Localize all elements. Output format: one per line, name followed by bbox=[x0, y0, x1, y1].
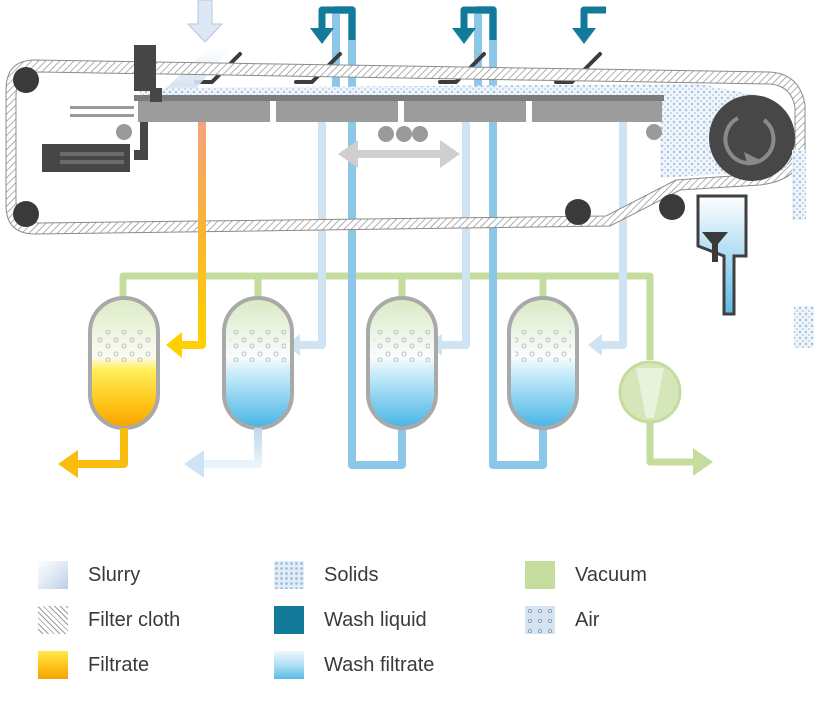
filtrate-outlet-pipe bbox=[76, 428, 128, 468]
legend-label: Slurry bbox=[88, 563, 141, 586]
filtrate-arrow-icon bbox=[166, 332, 182, 358]
legend-item-vacuum: Vacuum bbox=[525, 560, 647, 590]
feed-plate bbox=[134, 45, 156, 91]
legend-label: Filter cloth bbox=[88, 608, 181, 631]
wash-liquid-pipes bbox=[332, 6, 547, 469]
wash-filtrate-outlet-pipe bbox=[202, 428, 262, 468]
legend-label: Solids bbox=[324, 563, 379, 586]
edge-stripe bbox=[70, 106, 134, 109]
filtrate-tank bbox=[88, 296, 160, 430]
wash-liquid-swatch bbox=[274, 606, 304, 634]
legend-item-wash-filtrate: Wash filtrate bbox=[274, 650, 434, 680]
legend-label: Wash filtrate bbox=[324, 653, 435, 676]
legend-label: Vacuum bbox=[575, 563, 647, 586]
rotation-arrowhead-icon bbox=[744, 152, 760, 166]
drive-motor bbox=[42, 144, 130, 172]
vacuum-trays bbox=[138, 100, 662, 122]
return-roller bbox=[659, 194, 685, 220]
filtrate-tank-air bbox=[96, 330, 152, 362]
legend-label: Wash liquid bbox=[324, 608, 427, 631]
filter-cloth-swatch bbox=[38, 606, 68, 634]
edge-stripe bbox=[70, 114, 134, 117]
legend-item-solids: Solids bbox=[274, 560, 378, 590]
legend-item-filter-cloth: Filter cloth bbox=[38, 605, 180, 635]
solids-discharge-lower bbox=[794, 306, 814, 348]
drive-motor-stripe bbox=[60, 160, 124, 164]
wash-liquid-arrow-icon bbox=[452, 28, 476, 44]
feed-bracket bbox=[150, 88, 162, 102]
slurry-swatch bbox=[38, 561, 68, 589]
legend-label: Air bbox=[575, 608, 600, 631]
wash-liquid-feed-pipes bbox=[318, 6, 606, 40]
vacuum-swatch bbox=[525, 561, 555, 589]
wash-liquid-arrow-icon bbox=[572, 28, 596, 44]
filtrate-pipe bbox=[180, 122, 206, 349]
legend-item-slurry: Slurry bbox=[38, 560, 140, 590]
wash-filtrate-tank-1 bbox=[222, 296, 294, 430]
tank-1-air bbox=[230, 330, 286, 362]
slurry-feed-arrow-icon bbox=[186, 0, 224, 43]
vacuum-pump-vane-icon bbox=[636, 368, 664, 418]
wash-filtrate-tank-3 bbox=[507, 296, 579, 430]
drive-roller bbox=[709, 95, 795, 181]
vacuum-manifold bbox=[119, 272, 695, 466]
filtrate-swatch bbox=[38, 651, 68, 679]
wash-filtrate-swatch bbox=[274, 651, 304, 679]
tension-roller bbox=[565, 199, 591, 225]
wash-filtrate-tank-2 bbox=[366, 296, 438, 430]
drive-motor-stripe bbox=[60, 152, 124, 156]
air-swatch bbox=[525, 606, 555, 634]
drive-arm bbox=[134, 122, 148, 160]
legend-item-air: Air bbox=[525, 605, 599, 635]
legend-label: Filtrate bbox=[88, 653, 150, 676]
tank-3-air bbox=[515, 330, 571, 362]
legend: Slurry Filter cloth Filtrate Solids Wash… bbox=[0, 540, 818, 700]
vacuum-outlet-arrow-icon bbox=[693, 448, 713, 476]
cloth-wash-funnel-icon bbox=[702, 232, 728, 262]
solids-discharge bbox=[792, 150, 806, 220]
legend-item-filtrate: Filtrate bbox=[38, 650, 149, 680]
tray-motion-arrow-icon bbox=[338, 140, 460, 168]
wash-filtrate-pipes bbox=[298, 122, 627, 349]
tank-2-air bbox=[374, 330, 430, 362]
solids-swatch bbox=[274, 561, 304, 589]
cloth-wash-hopper bbox=[696, 194, 748, 316]
wash-filtrate-outlet-arrow-icon bbox=[184, 450, 204, 478]
support-rollers bbox=[116, 124, 662, 142]
legend-item-wash-liquid: Wash liquid bbox=[274, 605, 427, 635]
filtrate-outlet-arrow-icon bbox=[58, 450, 78, 478]
wash-liquid-arrow-icon bbox=[310, 28, 334, 44]
tray-support-bar bbox=[134, 95, 664, 101]
left-top-roller bbox=[13, 67, 39, 93]
belt-filter-diagram bbox=[5, 0, 814, 478]
left-bottom-roller bbox=[13, 201, 39, 227]
wash-filtrate-arrow-icon bbox=[588, 334, 602, 356]
